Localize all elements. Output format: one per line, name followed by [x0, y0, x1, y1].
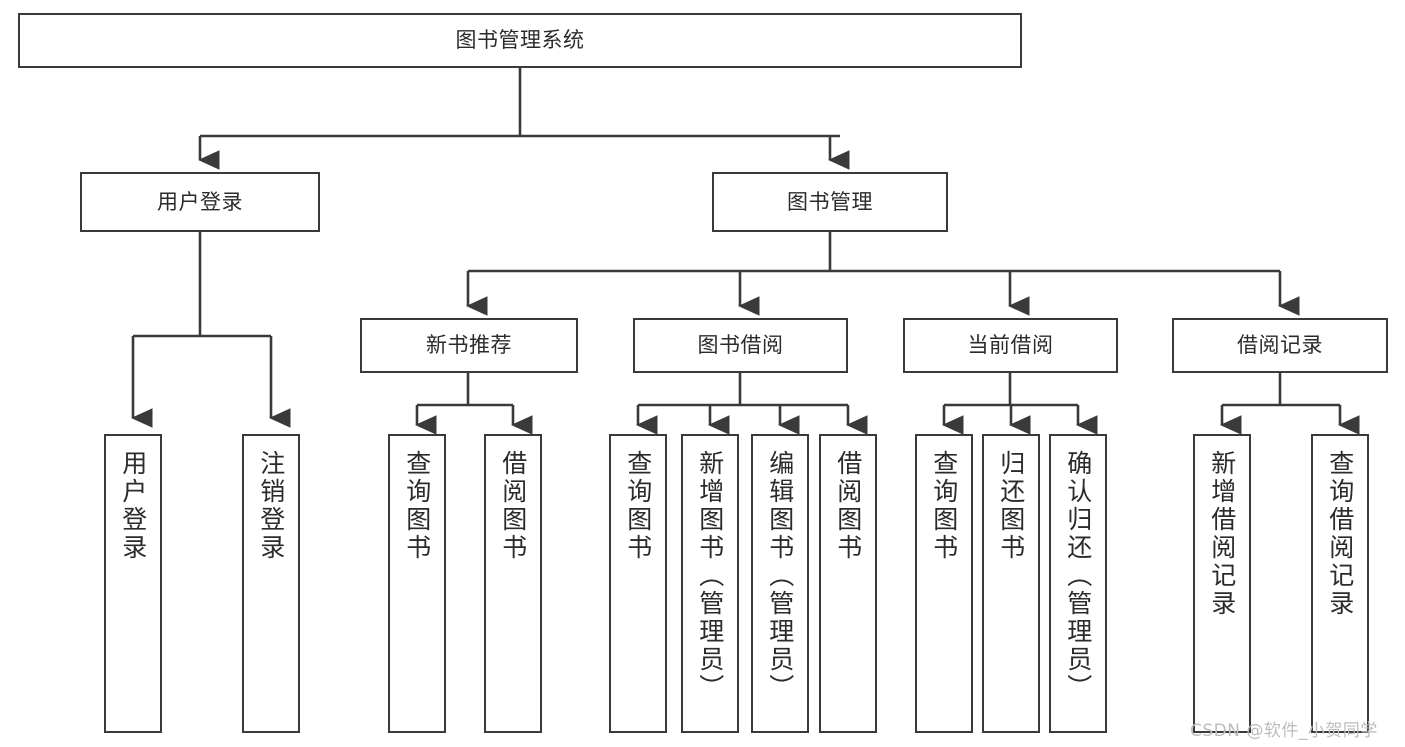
node-user-login[interactable]: 用户登录 — [80, 172, 320, 232]
node-user-login-label: 用户登录 — [157, 189, 243, 214]
node-new-book-recommend[interactable]: 新书推荐 — [360, 318, 578, 373]
leaf-query-record[interactable]: 查询借阅记录 — [1311, 434, 1369, 733]
leaf-query-book-2-label: 查询图书 — [623, 450, 653, 562]
leaf-confirm-return-label: 确认归还（管理员） — [1063, 450, 1093, 702]
leaf-query-book-2[interactable]: 查询图书 — [609, 434, 667, 733]
node-root-label: 图书管理系统 — [455, 28, 585, 53]
leaf-add-record[interactable]: 新增借阅记录 — [1193, 434, 1251, 733]
node-new-book-recommend-label: 新书推荐 — [426, 333, 512, 358]
node-current-borrow[interactable]: 当前借阅 — [903, 318, 1118, 373]
node-current-borrow-label: 当前借阅 — [967, 333, 1054, 358]
node-root[interactable]: 图书管理系统 — [18, 13, 1022, 68]
leaf-edit-book-label: 编辑图书（管理员） — [765, 450, 795, 702]
leaf-borrow-book-1[interactable]: 借阅图书 — [484, 434, 542, 733]
leaf-add-record-label: 新增借阅记录 — [1207, 450, 1237, 618]
leaf-query-book-3[interactable]: 查询图书 — [915, 434, 973, 733]
leaf-confirm-return[interactable]: 确认归还（管理员） — [1049, 434, 1107, 733]
leaf-query-book-1[interactable]: 查询图书 — [388, 434, 446, 733]
leaf-user-logout-label: 注销登录 — [256, 450, 286, 562]
leaf-borrow-book-2[interactable]: 借阅图书 — [819, 434, 877, 733]
leaf-borrow-book-1-label: 借阅图书 — [498, 450, 528, 562]
node-book-borrow-label: 图书借阅 — [697, 333, 784, 358]
leaf-return-book-label: 归还图书 — [996, 450, 1026, 562]
node-borrow-record-label: 借阅记录 — [1237, 333, 1323, 358]
leaf-add-book-label: 新增图书（管理员） — [695, 450, 725, 702]
leaf-edit-book[interactable]: 编辑图书（管理员） — [751, 434, 809, 733]
leaf-query-record-label: 查询借阅记录 — [1325, 450, 1355, 618]
leaf-user-logout[interactable]: 注销登录 — [242, 434, 300, 733]
watermark-text: CSDN @软件_小贺同学 — [1190, 721, 1378, 741]
node-book-borrow[interactable]: 图书借阅 — [633, 318, 848, 373]
leaf-borrow-book-2-label: 借阅图书 — [833, 450, 863, 562]
leaf-user-login-label: 用户登录 — [118, 450, 148, 562]
leaf-query-book-3-label: 查询图书 — [929, 450, 959, 562]
node-book-manage-label: 图书管理 — [787, 189, 873, 214]
node-book-manage[interactable]: 图书管理 — [712, 172, 948, 232]
leaf-query-book-1-label: 查询图书 — [402, 450, 432, 562]
leaf-user-login[interactable]: 用户登录 — [104, 434, 162, 733]
node-borrow-record[interactable]: 借阅记录 — [1172, 318, 1388, 373]
leaf-return-book[interactable]: 归还图书 — [982, 434, 1040, 733]
leaf-add-book[interactable]: 新增图书（管理员） — [681, 434, 739, 733]
